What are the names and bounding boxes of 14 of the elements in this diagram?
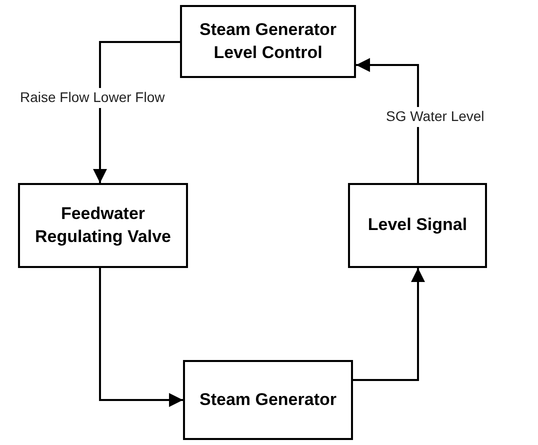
arrow — [356, 58, 419, 183]
arrow — [353, 268, 425, 381]
box-label: Feedwater Regulating Valve — [34, 202, 172, 248]
arrow — [93, 41, 180, 183]
edge-label: Raise Flow Lower Flow — [20, 88, 165, 108]
process-box — [180, 5, 356, 78]
edge-label: SG Water Level — [386, 107, 484, 127]
process-box — [348, 183, 487, 268]
process-box — [183, 360, 353, 440]
arrow — [99, 268, 183, 407]
box-label: Steam Generator — [198, 388, 338, 411]
box-label: Level Signal — [366, 214, 468, 236]
process-box — [18, 183, 188, 268]
box-label: Steam Generator Level Control — [198, 18, 338, 64]
